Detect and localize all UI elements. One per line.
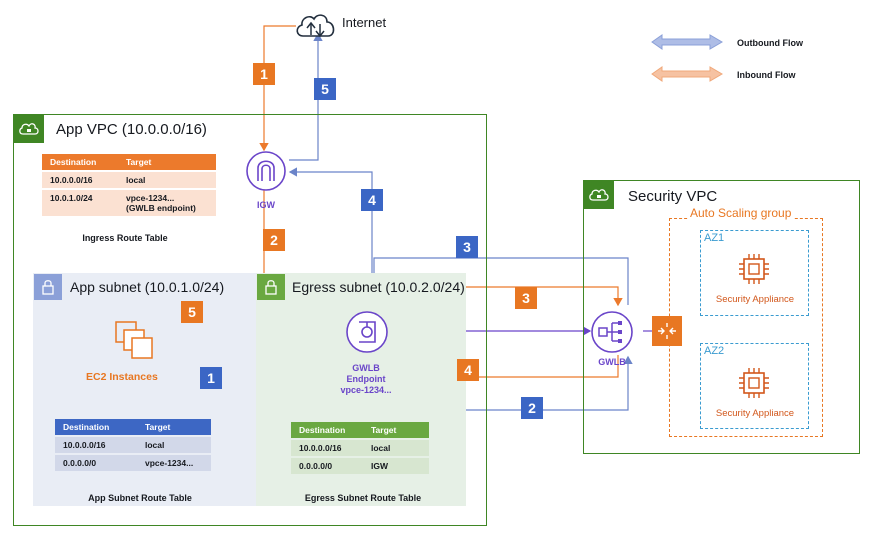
inbound-flow-1 [259, 25, 296, 152]
gwlb-endpoint-icon [346, 311, 388, 353]
az2-appliance-label: Security Appliance [715, 408, 795, 419]
table-header: Destination [42, 154, 118, 170]
table-header: Destination [55, 419, 137, 435]
security-appliance-chip-icon [739, 254, 769, 284]
outbound-step-5-badge: 5 [314, 78, 336, 100]
outbound-step-4-badge: 4 [361, 189, 383, 211]
auto-scaling-group-title: Auto Scaling group [688, 206, 794, 220]
table-header: Target [363, 422, 429, 438]
table-header: Target [137, 419, 211, 435]
gwlb-icon [591, 311, 633, 353]
inbound-step-4-badge: 4 [457, 359, 479, 381]
inbound-step-2-badge: 2 [263, 229, 285, 251]
az2-box [700, 343, 809, 429]
ingress-table-title: Ingress Route Table [82, 233, 168, 243]
security-vpc-cloud-lock-icon [584, 181, 614, 209]
az2-label: AZ2 [704, 345, 725, 357]
outbound-step-1-badge: 1 [200, 367, 222, 389]
legend-inbound-label: Inbound Flow [737, 70, 796, 80]
app-vpc-title: App VPC (10.0.0.0/16) [56, 121, 207, 138]
app-subnet-lock-icon [34, 274, 62, 300]
inbound-step-5-badge: 5 [181, 301, 203, 323]
outbound-step-2-badge: 2 [521, 397, 543, 419]
ec2-instances-icon [115, 321, 153, 359]
legend-inbound-arrow [651, 66, 723, 82]
egress-subnet-title: Egress subnet (10.0.2.0/24) [292, 279, 465, 295]
inbound-step-3-badge: 3 [515, 287, 537, 309]
auto-scaling-icon [652, 316, 682, 346]
egress-table-title: Egress Subnet Route Table [304, 493, 422, 503]
outbound-flow-5 [289, 32, 323, 161]
az1-label: AZ1 [704, 232, 725, 244]
security-appliance-chip-icon [739, 368, 769, 398]
gwlb-label: GWLB [598, 357, 626, 367]
legend-outbound-label: Outbound Flow [737, 38, 803, 48]
ec2-instances-label: EC2 Instances [86, 371, 158, 383]
outbound-step-3-badge: 3 [456, 236, 478, 258]
app-subnet-title: App subnet (10.0.1.0/24) [70, 279, 225, 295]
egress-subnet-lock-icon [257, 274, 285, 300]
igw-label: IGW [257, 200, 275, 210]
app-vpc [13, 114, 487, 526]
legend-arrows [651, 34, 723, 82]
internet-cloud-icon [296, 14, 335, 38]
az1-box [700, 230, 809, 316]
table-header: Destination [291, 422, 363, 438]
az1-appliance-label: Security Appliance [715, 294, 795, 305]
app-table-title: App Subnet Route Table [88, 493, 192, 503]
inbound-step-1-badge: 1 [253, 63, 275, 85]
security-vpc [583, 180, 860, 454]
table-header: Target [118, 154, 216, 170]
internet-label: Internet [342, 15, 387, 30]
legend-outbound-arrow [651, 34, 723, 50]
igw-icon [246, 151, 286, 191]
app-vpc-cloud-lock-icon [14, 115, 44, 143]
outbound-flow-4 [288, 167, 373, 305]
security-vpc-title: Security VPC [628, 188, 718, 205]
